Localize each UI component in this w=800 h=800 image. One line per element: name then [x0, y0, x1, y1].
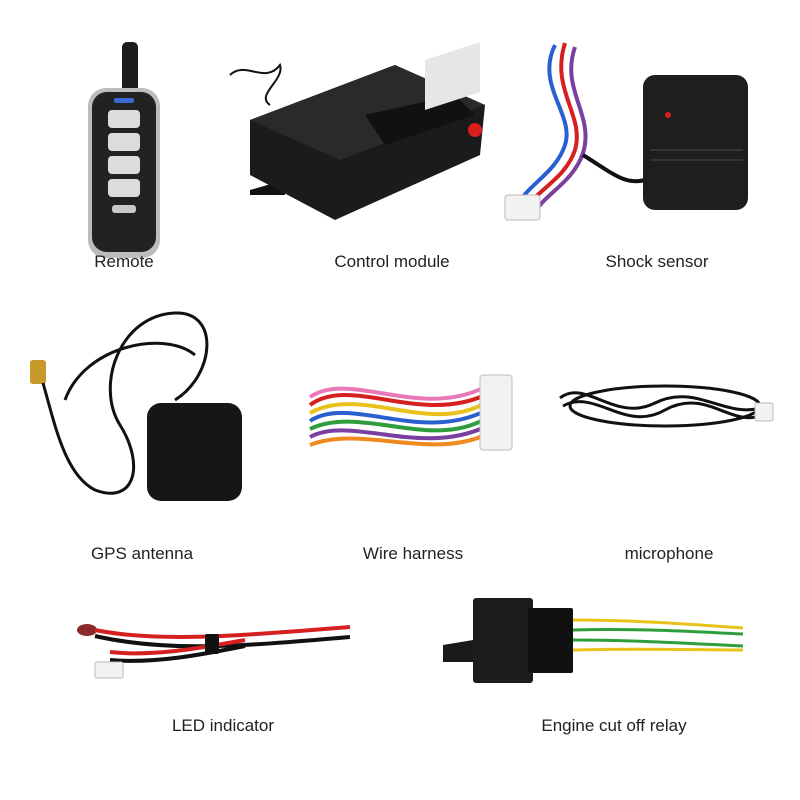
microphone-cable-icon	[559, 384, 774, 428]
caption-gps-antenna: GPS antenna	[90, 544, 194, 563]
led-icon	[77, 624, 351, 679]
caption-shock-sensor: Shock sensor	[605, 252, 709, 271]
caption-remote: Remote	[94, 252, 154, 271]
wire-harness-icon	[308, 374, 513, 451]
caption-wire-harness: Wire harness	[362, 544, 464, 563]
caption-control-module: Control module	[334, 252, 450, 271]
caption-relay: Engine cut off relay	[541, 716, 687, 735]
relay-icon	[443, 598, 744, 683]
remote-control-icon	[88, 42, 160, 258]
caption-led-indicator: LED indicator	[171, 716, 275, 735]
caption-microphone: microphone	[624, 544, 714, 563]
gps-antenna-icon	[30, 311, 242, 501]
sensor-icon	[504, 42, 748, 221]
control-box-icon	[229, 42, 485, 220]
